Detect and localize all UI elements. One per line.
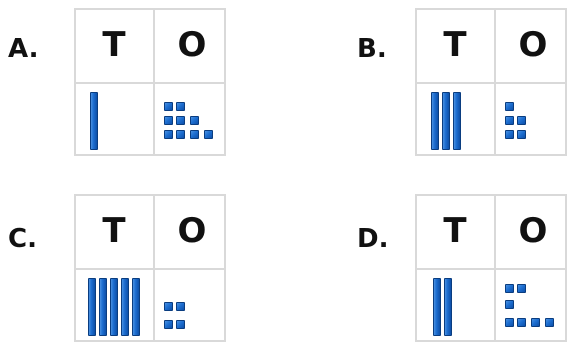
ones-cube [517, 318, 526, 327]
ones-cube [545, 318, 554, 327]
tens-header: T [417, 214, 493, 248]
ones-cube [505, 116, 514, 125]
ones-cube [505, 300, 514, 309]
tens-rod [99, 278, 107, 336]
tens-cell [417, 84, 493, 156]
tens-header: T [76, 28, 152, 62]
ones-cube [176, 320, 185, 329]
ones-header: O [495, 214, 567, 248]
tens-rod [132, 278, 140, 336]
ones-header: O [154, 214, 230, 248]
option-a-label: A. [8, 36, 38, 62]
ones-cube [505, 318, 514, 327]
ones-cube [505, 102, 514, 111]
place-value-table-a: T O [74, 8, 226, 156]
ones-cell [154, 84, 226, 156]
ones-cube [164, 116, 173, 125]
ones-cell [154, 270, 226, 342]
ones-cube [176, 116, 185, 125]
tens-cell [76, 270, 152, 342]
ones-header: O [154, 28, 230, 62]
tens-cell [76, 84, 152, 156]
ones-cube [204, 130, 213, 139]
option-d-label: D. [357, 226, 388, 252]
ones-cube [176, 102, 185, 111]
tens-rod [453, 92, 461, 150]
place-value-table-d: T O [415, 194, 567, 342]
option-b-label: B. [357, 36, 387, 62]
tens-cell [417, 270, 493, 342]
ones-cube [164, 302, 173, 311]
tens-rod [110, 278, 118, 336]
tens-header: T [76, 214, 152, 248]
tens-rod [90, 92, 98, 150]
tens-rod [121, 278, 129, 336]
ones-cube [164, 130, 173, 139]
ones-cube [176, 130, 185, 139]
ones-cube [517, 130, 526, 139]
tens-rod [442, 92, 450, 150]
ones-cell [495, 84, 567, 156]
place-value-table-b: T O [415, 8, 567, 156]
ones-cube [531, 318, 540, 327]
ones-cube [505, 130, 514, 139]
ones-cube [517, 284, 526, 293]
tens-rod [433, 278, 441, 336]
ones-cube [164, 102, 173, 111]
ones-cube [176, 302, 185, 311]
place-value-table-c: T O [74, 194, 226, 342]
tens-rod [431, 92, 439, 150]
ones-header: O [495, 28, 567, 62]
tens-rod [88, 278, 96, 336]
ones-cube [164, 320, 173, 329]
ones-cell [495, 270, 567, 342]
ones-cube [505, 284, 514, 293]
tens-rod [444, 278, 452, 336]
tens-header: T [417, 28, 493, 62]
ones-cube [517, 116, 526, 125]
ones-cube [190, 130, 199, 139]
ones-cube [190, 116, 199, 125]
option-c-label: C. [8, 226, 37, 252]
